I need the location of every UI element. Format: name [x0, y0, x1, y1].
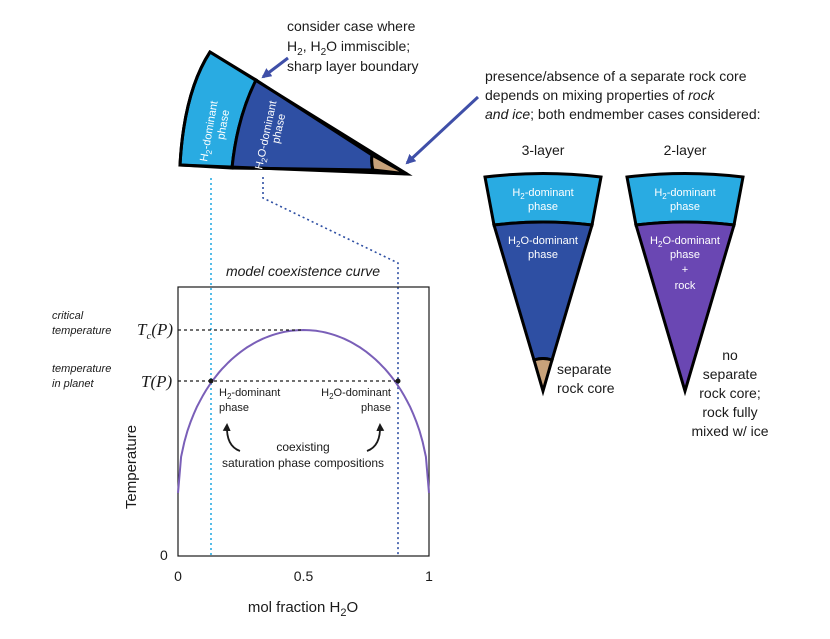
annotation-immiscible-line2: H2, H2O immiscible; — [287, 38, 410, 58]
y-tick-0: 0 — [160, 547, 168, 563]
coexist-point-right — [395, 378, 401, 384]
coexistence-curve — [177, 328, 430, 494]
critical-label-1: critical — [52, 310, 84, 322]
three-layer-title: 3-layer — [522, 142, 565, 158]
left-phase-label: H2-dominant — [219, 387, 280, 401]
x-tick-label: 1 — [425, 568, 433, 584]
top-planet-wedge: H2-dominant phase H2O-dominant phase — [178, 49, 413, 176]
two-layer-caption-1: no — [722, 347, 738, 363]
annotation-immiscible-line3: sharp layer boundary — [287, 58, 419, 74]
planet-symbol: T(P) — [141, 372, 173, 391]
coexist-point-left — [208, 378, 214, 384]
three-layer-h2-label-2: phase — [528, 201, 558, 213]
y-axis-label: Temperature — [123, 425, 140, 509]
x-axis-label: mol fraction H2O — [248, 599, 358, 619]
annotation-rock-arrow — [405, 95, 480, 165]
wedge-outline — [178, 49, 413, 176]
x-tick-label: 0 — [174, 568, 182, 584]
right-phase-label-2: phase — [361, 402, 391, 414]
annotation-immiscible: consider case where H2, H2O immiscible; … — [261, 18, 419, 79]
annotation-immiscible-arrow — [261, 56, 289, 79]
wedge-h2-label-2: phase — [215, 109, 232, 141]
annotation-rock-line2: depends on mixing properties of rock — [485, 87, 716, 103]
three-layer-rock — [532, 357, 554, 397]
left-phase-label-2: phase — [219, 402, 249, 414]
two-layer-caption-2: separate — [703, 366, 758, 382]
two-layer-h2-label-2: phase — [670, 201, 700, 213]
three-layer-h2o-label-2: phase — [528, 249, 558, 261]
two-layer-rock-label: rock — [675, 280, 696, 292]
wedge-h2o-layer — [230, 77, 375, 172]
three-layer-h2o-label: H2O-dominant — [508, 235, 578, 249]
coexist-arrow-left — [222, 423, 241, 452]
two-layer-plus: + — [682, 264, 688, 276]
two-layer-h2-label: H2-dominant — [654, 187, 715, 201]
two-layer-cone: 2-layer H2-dominant phase H2O-dominant p… — [625, 142, 769, 439]
annotation-rock-line1: presence/absence of a separate rock core — [485, 68, 747, 84]
three-layer-cone: 3-layer H2-dominant phase H2O-dominant p… — [483, 142, 615, 397]
three-layer-caption-1: separate — [557, 361, 612, 377]
planet-label-1: temperature — [52, 363, 111, 375]
coexist-arrow-right — [366, 423, 385, 452]
two-layer-h2o-label-2: phase — [670, 249, 700, 261]
annotation-rock-line3: and ice; both endmember cases considered… — [485, 106, 761, 122]
x-tick-label: 0.5 — [294, 568, 314, 584]
two-layer-caption-4: rock fully — [702, 404, 757, 420]
two-layer-caption-3: rock core; — [699, 385, 760, 401]
right-phase-label: H2O-dominant — [321, 387, 391, 401]
coexist-text-2: saturation phase compositions — [222, 456, 384, 470]
critical-label-2: temperature — [52, 325, 111, 337]
three-layer-caption-2: rock core — [557, 380, 615, 396]
two-layer-title: 2-layer — [664, 142, 707, 158]
planet-label-2: in planet — [52, 378, 95, 390]
plot-title: model coexistence curve — [226, 263, 380, 279]
plot-frame — [177, 286, 430, 557]
critical-symbol: Tc(P) — [137, 320, 173, 342]
coexist-text-1: coexisting — [276, 440, 329, 454]
two-layer-h2o-rock — [634, 220, 736, 397]
three-layer-h2-label: H2-dominant — [512, 187, 573, 201]
connector-blue — [262, 177, 399, 556]
coexistence-plot: model coexistence curve critical tempera… — [52, 177, 433, 619]
two-layer-caption-5: mixed w/ ice — [691, 423, 768, 439]
three-layer-h2 — [483, 172, 603, 227]
annotation-rock-core: presence/absence of a separate rock core… — [405, 68, 761, 165]
two-layer-h2 — [625, 172, 745, 227]
annotation-immiscible-line1: consider case where — [287, 18, 416, 34]
two-layer-h2o-label: H2O-dominant — [650, 235, 720, 249]
